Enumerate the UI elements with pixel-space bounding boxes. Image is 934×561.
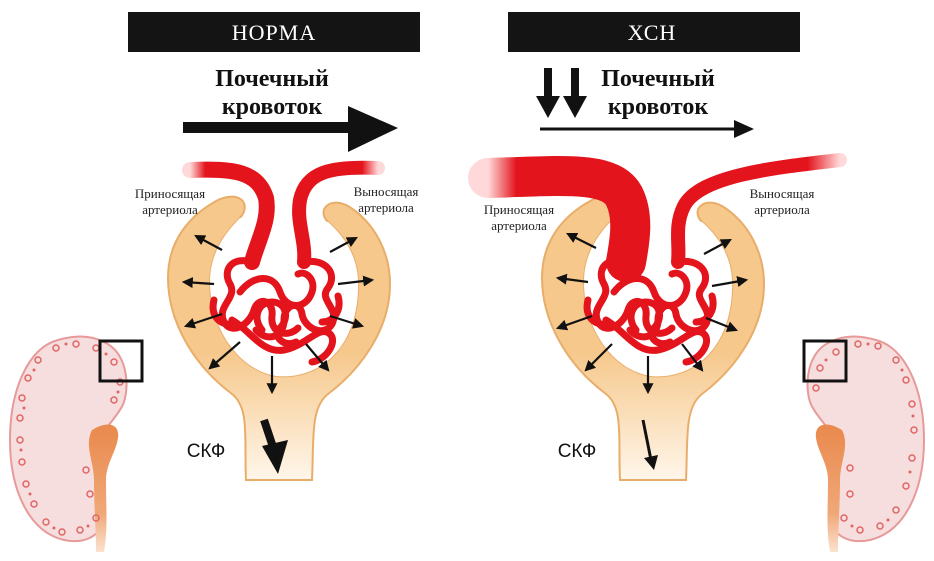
ckd-efferent-label-line1: Выносящая	[750, 186, 815, 201]
ckd-header-label: ХСН	[628, 20, 677, 45]
normal-ureter	[88, 424, 119, 552]
ckd-gfr-label: СКФ	[558, 441, 597, 462]
ckd-efferent-arteriole	[671, 153, 847, 269]
ckd-filtration-arrows	[555, 233, 749, 395]
normal-header-label: НОРМА	[232, 20, 316, 45]
normal-afferent-label-line1: Приносящая	[135, 186, 205, 201]
panel-normal: НОРМА Почечный кровоток	[8, 12, 420, 552]
normal-flow-label-line1: Почечный	[215, 66, 329, 92]
ckd-afferent-label-line2: артериола	[491, 218, 547, 233]
normal-gfr-label: СКФ	[187, 441, 226, 462]
ckd-reduced-flow-down-arrows	[536, 68, 587, 118]
ckd-kidney-zoom-box	[802, 339, 848, 383]
normal-kidney	[8, 335, 144, 552]
normal-afferent-arteriole	[182, 161, 275, 270]
ckd-ureter	[815, 424, 846, 552]
normal-blood-flow-arrow	[183, 106, 398, 152]
ckd-blood-flow-arrow	[540, 120, 754, 138]
panel-ckd: ХСН Почечный кровоток	[468, 12, 926, 552]
ckd-afferent-arteriole	[468, 155, 651, 282]
normal-glomerulus	[182, 160, 385, 366]
ckd-afferent-label-line1: Приносящая	[484, 202, 554, 217]
ckd-flow-label-line2: кровоток	[608, 94, 709, 120]
ckd-header-box	[508, 12, 800, 52]
normal-filtration-arrows	[181, 234, 375, 395]
normal-afferent-label-line2: артериола	[142, 202, 198, 217]
normal-efferent-arteriole	[292, 160, 385, 269]
normal-header-box	[128, 12, 420, 52]
ckd-gfr-arrow	[641, 419, 658, 470]
normal-efferent-label-line2: артериола	[358, 200, 414, 215]
ckd-efferent-label-line2: артериола	[754, 202, 810, 217]
normal-flow-label-line2: кровоток	[222, 94, 323, 120]
normal-gfr-arrow	[260, 418, 288, 474]
ckd-flow-label-line1: Почечный	[601, 66, 715, 92]
normal-kidney-zoom-box	[98, 339, 144, 383]
normal-efferent-label-line1: Выносящая	[354, 184, 419, 199]
ckd-kidney	[802, 335, 926, 552]
ckd-glomerulus	[468, 153, 847, 366]
